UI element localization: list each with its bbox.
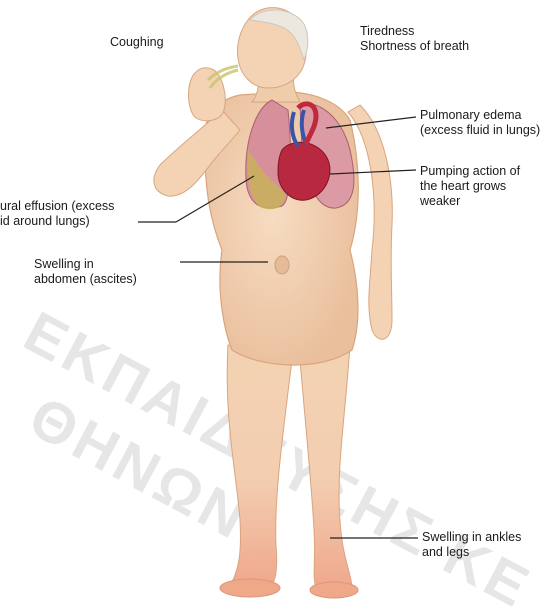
label-pumping-line-2: the heart grows: [420, 179, 520, 194]
heart: [278, 142, 330, 200]
label-pumping-line-3: weaker: [420, 194, 520, 209]
label-ankles: Swelling in ankles and legs: [422, 530, 521, 560]
label-pleural-line-1: ural effusion (excess: [0, 199, 114, 214]
label-pulmonary-line-1: Pulmonary edema: [420, 108, 540, 123]
label-pleural-line-2: id around lungs): [0, 214, 114, 229]
label-ascites-line-1: Swelling in: [34, 257, 137, 272]
label-ascites-line-2: abdomen (ascites): [34, 272, 137, 287]
label-ankles-line-2: and legs: [422, 545, 521, 560]
label-pulmonary-line-2: (excess fluid in lungs): [420, 123, 540, 138]
label-pleural-effusion: ural effusion (excess id around lungs): [0, 199, 114, 229]
label-tiredness-text: Tiredness: [360, 24, 469, 39]
label-pumping-line-1: Pumping action of: [420, 164, 520, 179]
label-pumping-action: Pumping action of the heart grows weaker: [420, 164, 520, 209]
label-coughing: Coughing: [110, 35, 164, 50]
label-coughing-text: Coughing: [110, 35, 164, 50]
right-foot: [310, 582, 358, 598]
label-pulmonary-edema: Pulmonary edema (excess fluid in lungs): [420, 108, 540, 138]
label-ascites: Swelling in abdomen (ascites): [34, 257, 137, 287]
label-tiredness: Tiredness Shortness of breath: [360, 24, 469, 54]
label-ankles-line-1: Swelling in ankles: [422, 530, 521, 545]
label-shortness-text: Shortness of breath: [360, 39, 469, 54]
left-foot: [220, 579, 280, 597]
navel: [275, 256, 289, 274]
left-hand: [189, 68, 226, 121]
